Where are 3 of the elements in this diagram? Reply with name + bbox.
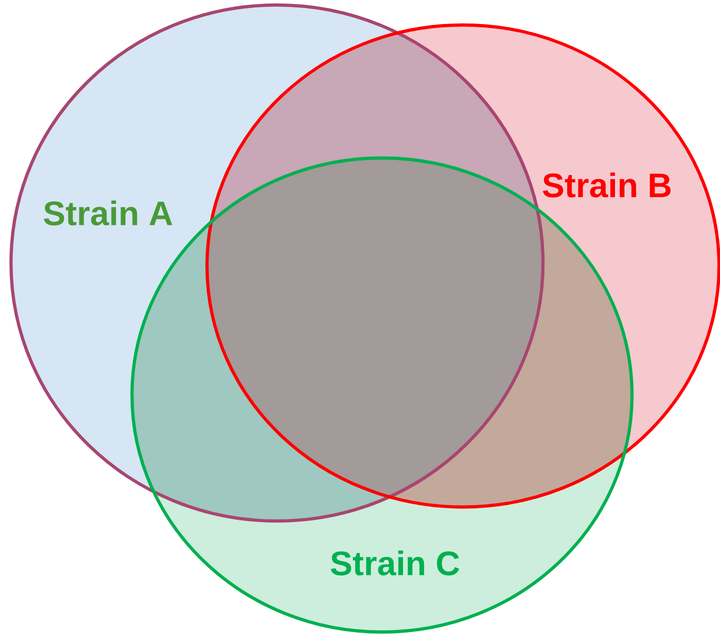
set-label: Strain B xyxy=(542,172,671,198)
set-label: Strain A xyxy=(44,200,172,226)
set-label: Strain C xyxy=(330,550,460,576)
